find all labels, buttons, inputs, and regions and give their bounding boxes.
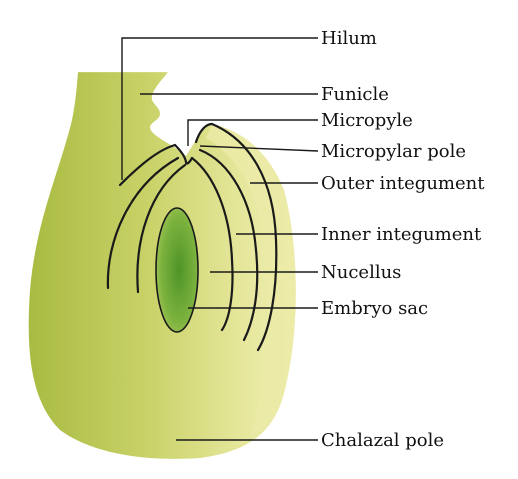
label-nucellus: Nucellus xyxy=(321,262,401,283)
label-embryo-sac: Embryo sac xyxy=(321,298,428,319)
label-funicle: Funicle xyxy=(321,84,389,105)
label-micropylar-pole: Micropylar pole xyxy=(321,141,466,162)
label-inner-integument: Inner integument xyxy=(321,224,482,245)
label-hilum: Hilum xyxy=(321,28,377,49)
label-outer-integument: Outer integument xyxy=(321,173,485,194)
embryo-sac xyxy=(156,208,198,332)
label-micropyle: Micropyle xyxy=(321,110,413,131)
label-chalazal-pole: Chalazal pole xyxy=(321,430,444,451)
